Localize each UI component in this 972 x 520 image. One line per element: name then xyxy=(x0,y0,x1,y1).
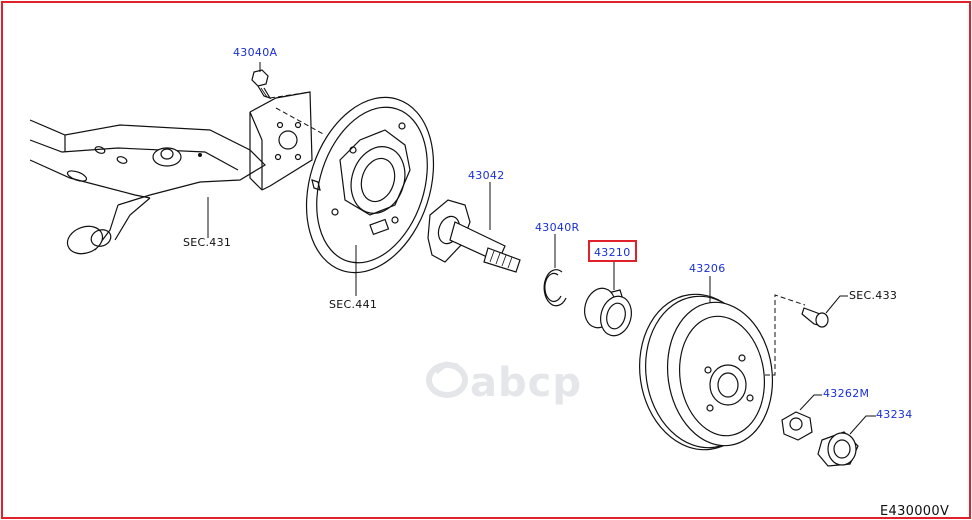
leader-43234 xyxy=(849,415,876,435)
dashed-line-sec433 xyxy=(765,294,806,376)
watermark-text: abcp xyxy=(470,360,582,406)
backing-plate-part xyxy=(305,96,435,274)
cap-43234-part xyxy=(817,431,859,467)
axle-beam-part xyxy=(29,91,313,255)
label-43262m[interactable]: 43262M xyxy=(823,387,869,400)
diagram-id: E430000V xyxy=(880,504,949,519)
watermark: abcp xyxy=(426,360,582,406)
label-sec441[interactable]: SEC.441 xyxy=(329,298,377,311)
bolt-43040a-part xyxy=(251,69,272,100)
highlight-box-43210 xyxy=(588,240,637,262)
label-sec431[interactable]: SEC.431 xyxy=(183,236,231,249)
label-43206[interactable]: 43206 xyxy=(689,262,726,275)
dashed-line-43040a xyxy=(269,91,326,136)
label-43042[interactable]: 43042 xyxy=(468,169,505,182)
nut-43262m-part xyxy=(781,411,813,441)
brake-drum-43206-part xyxy=(639,293,774,451)
label-43210[interactable]: 43210 xyxy=(594,246,631,259)
label-43234[interactable]: 43234 xyxy=(876,408,913,421)
spindle-43042-part xyxy=(427,199,521,273)
bearing-43210-part xyxy=(584,287,632,337)
snap-ring-43040r-part xyxy=(543,269,567,307)
label-43040a[interactable]: 43040A xyxy=(233,46,277,59)
label-sec433[interactable]: SEC.433 xyxy=(849,289,897,302)
leader-sec433 xyxy=(825,295,848,314)
leader-43262m xyxy=(799,394,822,411)
plug-sec433-part xyxy=(801,307,829,328)
watermark-logo-icon xyxy=(426,361,468,398)
label-43040r[interactable]: 43040R xyxy=(535,221,579,234)
